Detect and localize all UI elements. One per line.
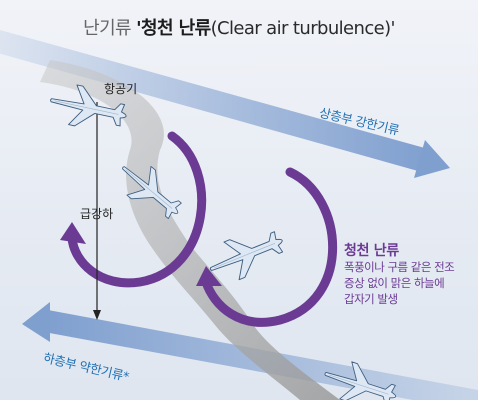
upper-airflow-arrow	[0, 30, 432, 173]
cat-description-line: 폭풍이나 구름 같은 전조	[344, 260, 455, 274]
title-english: (Clear air turbulence)'	[210, 18, 396, 39]
descent-label: 급강하	[80, 207, 114, 221]
cat-description-line: 증상 없이 맑은 하늘에	[344, 276, 445, 290]
aircraft-label: 항공기	[104, 82, 138, 96]
cat-title: 청천 난류	[344, 243, 399, 259]
vortex-left	[67, 131, 207, 288]
title-prefix: 난기류	[83, 18, 137, 39]
descent-arrowhead	[93, 310, 101, 320]
cat-description: 폭풍이나 구름 같은 전조 증상 없이 맑은 하늘에 갑자기 발생	[344, 259, 455, 307]
upper-airflow-arrowhead	[414, 140, 450, 178]
vortex-left-arrowhead	[60, 222, 86, 244]
diagram-title: 난기류 '청천 난류(Clear air turbulence)'	[0, 14, 478, 40]
title-main: '청천 난류	[136, 18, 211, 39]
vortex-right-arrowhead	[196, 266, 222, 286]
lower-airflow-arrowhead	[22, 302, 50, 342]
cat-description-line: 갑자기 발생	[344, 292, 398, 306]
vortex-right	[201, 167, 338, 327]
